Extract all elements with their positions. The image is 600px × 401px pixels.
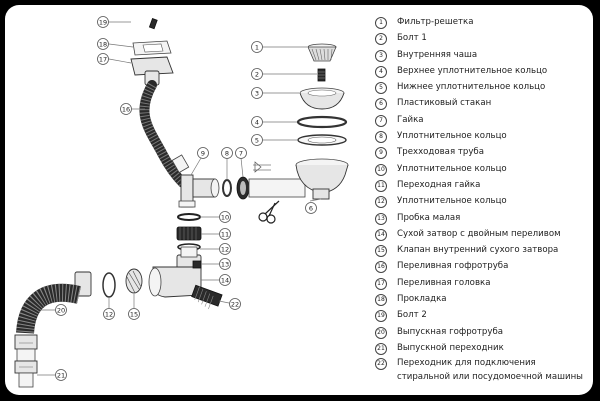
part-3-inner-bowl: [299, 87, 345, 110]
callout-12-lower: 12: [103, 308, 115, 320]
part-21-outlet-adapter: [14, 334, 38, 388]
svg-text:18: 18: [99, 40, 107, 48]
callout-3: 3: [251, 87, 263, 99]
svg-text:16: 16: [122, 105, 130, 113]
svg-text:15: 15: [130, 310, 138, 318]
callout-8: 8: [221, 147, 233, 159]
diagram-frame: 19 18 17 16 1 2 3 4 5 6 9 8 7: [5, 5, 593, 395]
svg-text:17: 17: [99, 55, 107, 63]
svg-text:14: 14: [221, 276, 229, 284]
callout-19: 19: [97, 16, 109, 28]
svg-text:20: 20: [57, 306, 65, 314]
part-19-bolt: [148, 18, 158, 30]
callout-6: 6: [305, 202, 317, 214]
part-6-plastic-cup: [295, 158, 349, 200]
callout-7: 7: [235, 147, 247, 159]
callout-10: 10: [219, 211, 231, 223]
part-9-three-way-pipe: [178, 174, 220, 208]
part-4-upper-seal-ring: [296, 115, 348, 129]
callout-14: 14: [219, 274, 231, 286]
part-15-internal-valve: [125, 268, 143, 294]
callout-15: 15: [128, 308, 140, 320]
svg-text:11: 11: [221, 230, 229, 238]
part-10-seal-ring: [177, 213, 201, 221]
svg-text:22: 22: [231, 300, 239, 308]
part-8-seal-ring: [222, 179, 232, 197]
callout-22: 22: [229, 298, 241, 310]
callout-11: 11: [219, 228, 231, 240]
callout-2: 2: [251, 68, 263, 80]
svg-text:8: 8: [225, 149, 229, 157]
svg-text:4: 4: [255, 118, 259, 126]
callout-20: 20: [55, 304, 67, 316]
svg-text:13: 13: [221, 260, 229, 268]
part-2-bolt: [317, 68, 326, 82]
svg-text:19: 19: [99, 18, 107, 26]
part-5-lower-seal-ring: [297, 134, 347, 146]
svg-text:9: 9: [201, 149, 205, 157]
svg-text:21: 21: [57, 371, 65, 379]
callout-13: 13: [219, 258, 231, 270]
part-7-nut: [236, 176, 250, 200]
svg-text:2: 2: [255, 70, 259, 78]
callout-18: 18: [97, 38, 109, 50]
svg-text:12: 12: [105, 310, 113, 318]
part-11-adapter-nut: [176, 226, 202, 241]
part-20-outlet-hose: [16, 271, 92, 334]
callout-21: 21: [55, 369, 67, 381]
part-16-overflow-hose: [139, 80, 190, 188]
callout-17: 17: [97, 53, 109, 65]
svg-text:10: 10: [221, 213, 229, 221]
scissors-icon: [258, 200, 280, 224]
svg-text:5: 5: [255, 136, 259, 144]
part-13-small-plug: [192, 260, 202, 269]
part-22-washing-machine-adapter: [191, 284, 223, 310]
part-12-seal-ring-lower: [102, 272, 116, 298]
exploded-view-diagram: 19 18 17 16 1 2 3 4 5 6 9 8 7: [14, 16, 349, 388]
outlet-pipe: [248, 161, 306, 198]
svg-text:3: 3: [255, 89, 259, 97]
part-18-gasket: [132, 40, 172, 56]
svg-text:6: 6: [309, 204, 313, 212]
svg-text:7: 7: [239, 149, 243, 157]
callout-12-upper: 12: [219, 243, 231, 255]
part-14-dry-trap: [148, 246, 202, 298]
callout-16: 16: [120, 103, 132, 115]
callout-9: 9: [197, 147, 209, 159]
svg-text:12: 12: [221, 245, 229, 253]
callout-1: 1: [251, 41, 263, 53]
callout-5: 5: [251, 134, 263, 146]
part-1-strainer: [307, 43, 337, 62]
callout-4: 4: [251, 116, 263, 128]
svg-text:1: 1: [255, 43, 259, 51]
